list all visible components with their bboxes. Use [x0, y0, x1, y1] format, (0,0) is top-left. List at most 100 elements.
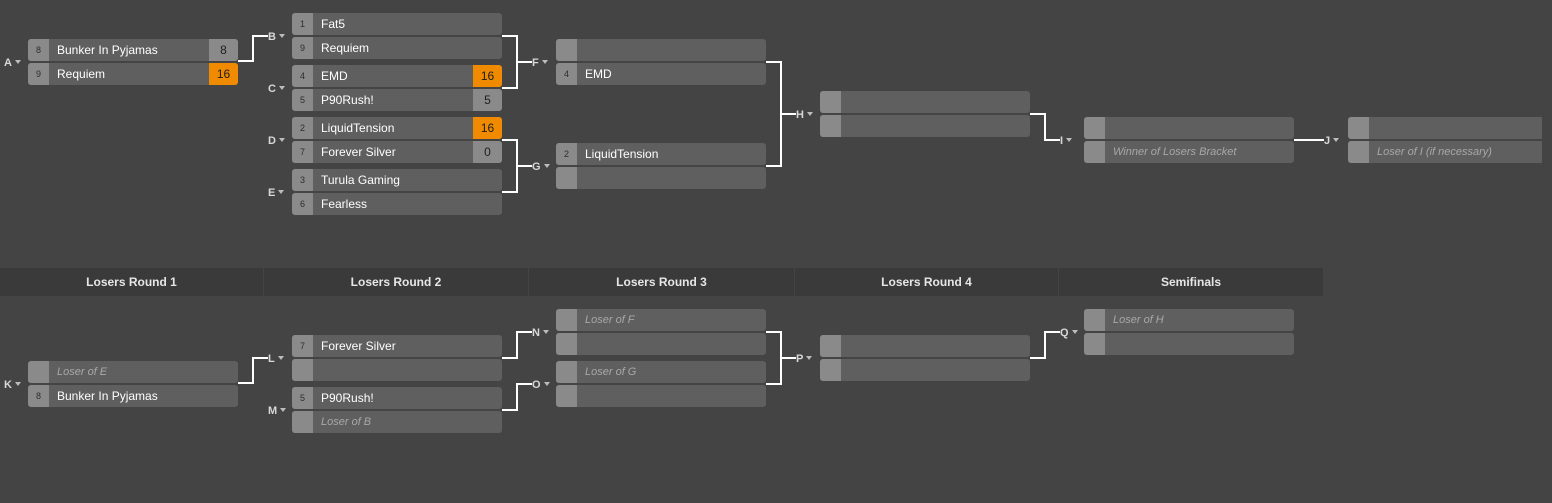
slot-b-top[interactable]: 1 Fat5 [292, 13, 502, 35]
slot-q-bottom[interactable] [1084, 333, 1294, 355]
match-label-d[interactable]: D [268, 134, 292, 148]
match-j[interactable]: Loser of I (if necessary) [1348, 117, 1542, 163]
slot-k-bottom[interactable]: 8 Bunker In Pyjamas [28, 385, 238, 407]
team-placeholder: Loser of H [1113, 314, 1164, 326]
slot-g-top[interactable]: 2 LiquidTension [556, 143, 766, 165]
team-name [585, 385, 734, 407]
team-name: Requiem [57, 67, 106, 81]
slot-i-top[interactable] [1084, 117, 1294, 139]
match-p[interactable] [820, 335, 1030, 381]
match-letter: I [1060, 135, 1064, 147]
match-c[interactable]: 4 EMD 16 5 P90Rush! 5 [292, 65, 502, 111]
seed: 1 [292, 13, 313, 35]
match-o[interactable]: Loser of G [556, 361, 766, 407]
match-e[interactable]: 3 Turula Gaming 6 Fearless [292, 169, 502, 215]
match-letter: L [268, 353, 275, 365]
match-label-j[interactable]: J [1324, 134, 1348, 148]
slot-h-top[interactable] [820, 91, 1030, 113]
slot-f-bottom[interactable]: 4 EMD [556, 63, 766, 85]
score: 8 [209, 39, 238, 61]
chevron-down-icon [806, 112, 813, 116]
slot-k-top[interactable]: Loser of E [28, 361, 238, 383]
match-label-p[interactable]: P [796, 352, 820, 366]
slot-m-top[interactable]: 5 P90Rush! [292, 387, 502, 409]
seed [556, 333, 577, 355]
team-placeholder: Loser of E [57, 366, 108, 378]
slot-d-top[interactable]: 2 LiquidTension 16 [292, 117, 502, 139]
connector-a-b [238, 35, 268, 62]
match-b[interactable]: 1 Fat5 9 Requiem [292, 13, 502, 59]
slot-l-top[interactable]: 7 Forever Silver [292, 335, 502, 357]
match-d[interactable]: 2 LiquidTension 16 7 Forever Silver 0 [292, 117, 502, 163]
chevron-down-icon [14, 382, 21, 386]
slot-p-top[interactable] [820, 335, 1030, 357]
match-label-o[interactable]: O [532, 378, 556, 392]
match-f[interactable]: 4 EMD [556, 39, 766, 85]
match-h[interactable] [820, 91, 1030, 137]
slot-a-top[interactable]: 8 Bunker In Pyjamas 8 [28, 39, 238, 61]
slot-e-top[interactable]: 3 Turula Gaming [292, 169, 502, 191]
match-m[interactable]: 5 P90Rush! Loser of B [292, 387, 502, 433]
slot-m-bottom[interactable]: Loser of B [292, 411, 502, 433]
slot-q-top[interactable]: Loser of H [1084, 309, 1294, 331]
losers-round-header: Losers Round 1 Losers Round 2 Losers Rou… [0, 268, 1323, 296]
match-n[interactable]: Loser of F [556, 309, 766, 355]
match-letter: E [268, 187, 276, 199]
slot-o-top[interactable]: Loser of G [556, 361, 766, 383]
match-k[interactable]: Loser of E 8 Bunker In Pyjamas [28, 361, 238, 407]
chevron-down-icon [543, 164, 550, 168]
match-label-h[interactable]: H [796, 108, 820, 122]
slot-i-bottom[interactable]: Winner of Losers Bracket [1084, 141, 1294, 163]
match-i[interactable]: Winner of Losers Bracket [1084, 117, 1294, 163]
slot-d-bottom[interactable]: 7 Forever Silver 0 [292, 141, 502, 163]
team-name: Fat5 [321, 17, 346, 31]
slot-j-top[interactable] [1348, 117, 1542, 139]
slot-p-bottom[interactable] [820, 359, 1030, 381]
connector-no-p [766, 331, 796, 385]
slot-n-bottom[interactable] [556, 333, 766, 355]
team-name [849, 115, 998, 137]
match-label-l[interactable]: L [268, 352, 292, 366]
slot-b-bottom[interactable]: 9 Requiem [292, 37, 502, 59]
match-label-q[interactable]: Q [1060, 326, 1084, 340]
seed [820, 359, 841, 381]
team-name: P90Rush! [321, 391, 374, 405]
seed [28, 361, 49, 383]
match-label-k[interactable]: K [4, 378, 28, 392]
team-name [1113, 333, 1262, 355]
slot-e-bottom[interactable]: 6 Fearless [292, 193, 502, 215]
slot-h-bottom[interactable] [820, 115, 1030, 137]
match-label-c[interactable]: C [268, 82, 292, 96]
match-a[interactable]: 8 Bunker In Pyjamas 8 9 Requiem 16 [28, 39, 238, 85]
slot-a-bottom[interactable]: 9 Requiem 16 [28, 63, 238, 85]
team-name [849, 335, 998, 357]
seed: 5 [292, 387, 313, 409]
slot-f-top[interactable] [556, 39, 766, 61]
slot-n-top[interactable]: Loser of F [556, 309, 766, 331]
slot-g-bottom[interactable] [556, 167, 766, 189]
match-label-a[interactable]: A [4, 56, 28, 70]
match-label-n[interactable]: N [532, 326, 556, 340]
slot-c-bottom[interactable]: 5 P90Rush! 5 [292, 89, 502, 111]
match-label-i[interactable]: I [1060, 134, 1084, 148]
slot-l-bottom[interactable] [292, 359, 502, 381]
team-name: Turula Gaming [321, 173, 400, 187]
slot-c-top[interactable]: 4 EMD 16 [292, 65, 502, 87]
match-label-e[interactable]: E [268, 186, 292, 200]
match-label-b[interactable]: B [268, 30, 292, 44]
seed [1084, 117, 1105, 139]
round-title: Losers Round 3 [529, 268, 795, 296]
slot-j-bottom[interactable]: Loser of I (if necessary) [1348, 141, 1542, 163]
match-letter: F [532, 57, 539, 69]
seed: 8 [28, 385, 49, 407]
match-g[interactable]: 2 LiquidTension [556, 143, 766, 189]
match-q[interactable]: Loser of H [1084, 309, 1294, 355]
match-label-f[interactable]: F [532, 56, 556, 70]
seed [1348, 117, 1369, 139]
match-l[interactable]: 7 Forever Silver [292, 335, 502, 381]
team-name [1113, 117, 1262, 139]
match-label-m[interactable]: M [268, 404, 292, 418]
slot-o-bottom[interactable] [556, 385, 766, 407]
match-label-g[interactable]: G [532, 160, 556, 174]
seed [1084, 309, 1105, 331]
